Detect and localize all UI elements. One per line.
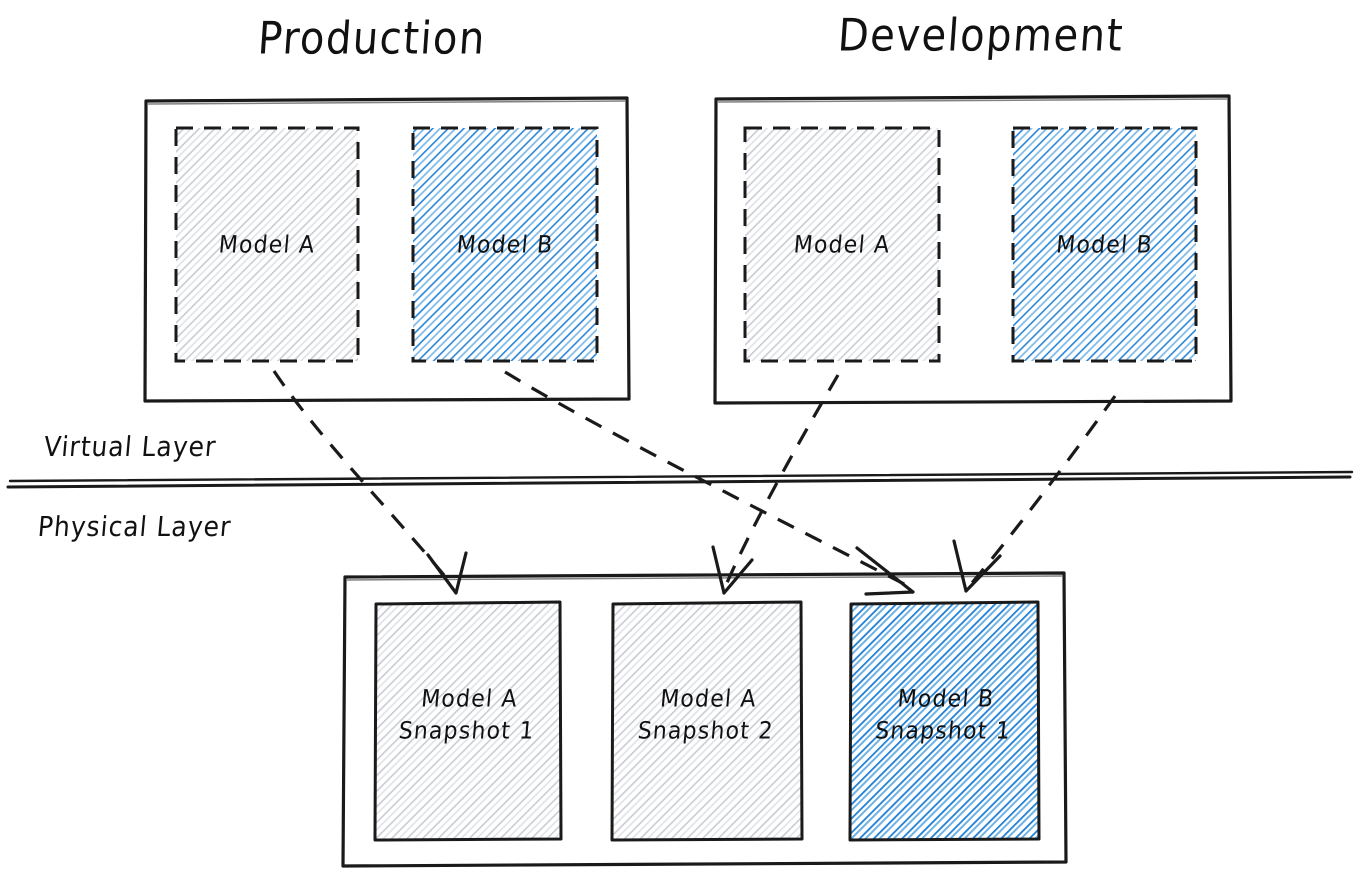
dev-model-b-label: Model B	[1055, 231, 1154, 259]
arrow-dev-a-to-snap-a2	[711, 374, 840, 595]
arrow-prod-b-to-snap-b1	[504, 370, 915, 596]
snapshot-model-a-1-border	[373, 600, 563, 842]
dev-model-a-label: Model A	[792, 231, 892, 259]
dev-model-b-fill	[1013, 128, 1196, 361]
snapshot-model-b-1-fill	[851, 603, 1038, 839]
arrow-dev-b-to-snap-b1	[952, 395, 1117, 593]
layer-divider-line-2	[8, 470, 1354, 483]
arrow-dev-b-line	[969, 395, 1117, 586]
prod-model-b-border	[411, 126, 599, 363]
prod-model-a-label: Model A	[217, 231, 317, 259]
snapshot-model-a-1-label: Model A Snapshot 1	[397, 685, 536, 745]
prod-model-b-label: Model B	[455, 231, 555, 259]
arrow-dev-a-head	[711, 545, 754, 595]
snapshot-container	[341, 571, 1068, 868]
production-panel	[143, 96, 631, 403]
arrow-prod-a-head	[426, 551, 468, 595]
dev-model-a-border	[743, 126, 941, 363]
dev-model-a-fill	[745, 128, 939, 361]
arrow-prod-b-line	[504, 370, 909, 588]
development-panel-border	[713, 94, 1233, 405]
production-title: Production	[256, 13, 488, 65]
snapshot-model-b-1-box[interactable]	[848, 600, 1041, 842]
production-panel-border-sketch	[147, 100, 626, 105]
snapshot-model-a-2-box[interactable]	[610, 600, 804, 842]
snapshot-container-border	[341, 571, 1068, 868]
dev-model-b-box[interactable]	[1011, 126, 1198, 363]
virtual-layer-label: Virtual Layer	[42, 430, 218, 463]
layer-divider	[6, 470, 1354, 489]
dev-model-b-border	[1011, 126, 1198, 363]
production-panel-border	[143, 96, 631, 403]
layer-divider-line-1	[6, 475, 1352, 489]
prod-model-b-box[interactable]	[411, 126, 599, 363]
development-title: Development	[836, 10, 1126, 62]
snapshot-model-a-2-border	[610, 600, 804, 842]
dev-model-a-box[interactable]	[743, 126, 941, 363]
prod-model-a-border	[174, 126, 360, 363]
snapshot-model-b-1-label: Model B Snapshot 1	[874, 685, 1013, 745]
prod-model-a-fill	[176, 128, 358, 361]
arrow-prod-b-head	[855, 546, 915, 596]
snapshot-model-b-1-border	[848, 600, 1041, 842]
arrow-prod-a-line	[272, 370, 454, 586]
snapshot-model-a-1-fill	[376, 603, 560, 839]
arrow-dev-b-head	[952, 539, 1002, 593]
snapshot-model-a-2-fill	[613, 603, 801, 839]
physical-layer-label: Physical Layer	[36, 510, 233, 543]
snapshot-model-a-1-box[interactable]	[373, 600, 563, 842]
snapshot-container-border-sketch	[346, 575, 1063, 581]
snapshot-model-a-2-label: Model A Snapshot 2	[636, 685, 775, 745]
development-panel-border-sketch	[717, 98, 1228, 103]
prod-model-a-box[interactable]	[174, 126, 360, 363]
development-panel	[713, 94, 1233, 405]
prod-model-b-fill	[413, 128, 597, 361]
arrow-prod-a-to-snap-a1	[272, 370, 468, 595]
